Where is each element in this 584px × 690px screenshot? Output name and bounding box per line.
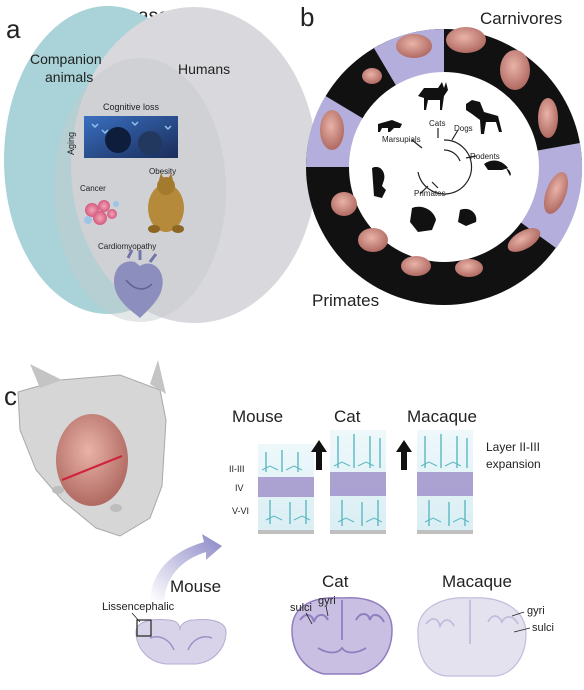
rat-silhouette-icon	[484, 160, 511, 176]
macaque-brain-section	[417, 597, 527, 677]
cat-brain-icon	[56, 414, 128, 506]
panel-c-letter: c	[4, 381, 17, 411]
section-title-cat: Cat	[322, 572, 349, 591]
companion-label-line2: animals	[45, 69, 93, 85]
brain-icon	[543, 172, 569, 214]
column-title-mouse: Mouse	[232, 407, 283, 426]
cat-gyri-label: gyri	[318, 595, 336, 607]
cancer-label: Cancer	[80, 184, 106, 193]
expansion-label-line2: expansion	[486, 457, 541, 471]
obesity-label: Obesity	[149, 167, 176, 176]
layer-label-iv: IV	[235, 483, 244, 493]
expansion-arrow-icon	[396, 440, 412, 470]
section-plane-line	[61, 454, 123, 482]
brain-icon	[507, 228, 541, 252]
animal-silhouettes	[372, 82, 511, 232]
cat-silhouette-icon	[418, 82, 448, 110]
cat-brain-section	[291, 596, 393, 675]
layer-label-v-vi: V-VI	[232, 506, 249, 516]
expansion-arrow-icon	[311, 440, 327, 470]
cortex-column-mouse	[258, 444, 314, 534]
brain-icon	[320, 110, 344, 150]
tree-label-rodents: Rodents	[470, 152, 500, 161]
cat-head-illustration	[17, 360, 167, 537]
brain-icon	[446, 27, 486, 53]
obese-cat-image	[148, 173, 184, 233]
brain-icon	[331, 192, 357, 216]
primates-label: Primates	[312, 291, 379, 310]
humans-label: Humans	[178, 61, 230, 77]
lissencephalic-label: Lissencephalic	[102, 601, 175, 613]
expansion-label-line1: Layer II-III	[486, 440, 540, 454]
cortex-inset-box	[136, 619, 152, 637]
brain-icon	[500, 50, 530, 90]
marmoset-silhouette-icon	[458, 208, 477, 226]
tree-label-marsupials: Marsupials	[382, 135, 421, 144]
tree-inner-arc	[443, 149, 461, 162]
brain-icon	[455, 259, 483, 277]
tree-label-primates: Primates	[414, 189, 446, 198]
ring-brains	[320, 27, 569, 277]
aging-label: Aging	[66, 132, 76, 155]
phylo-ring: Cats Dogs Marsupials Rodents Primates	[305, 27, 583, 305]
cognitive-loss-label: Cognitive loss	[103, 102, 160, 112]
human-head-silhouette-icon	[372, 166, 386, 198]
brain-icon	[401, 256, 431, 276]
layer-label-ii-iii: II-III	[229, 464, 245, 474]
cognitive-loss-image	[84, 116, 178, 158]
panel-b-letter: b	[300, 2, 314, 32]
evolution-arrow-icon	[150, 534, 222, 600]
monkey-silhouette-icon	[410, 206, 436, 232]
panel-a-letter: a	[6, 14, 21, 44]
column-title-macaque: Macaque	[407, 407, 477, 426]
panel-b: b Carnivores Primates	[300, 2, 583, 310]
panel-a: a Diseases Companion animals Humans Cogn…	[4, 6, 317, 323]
macaque-gyri-label: gyri	[527, 605, 545, 617]
column-title-cat: Cat	[334, 407, 361, 426]
cortex-column-macaque	[417, 430, 473, 534]
carnivores-label: Carnivores	[480, 9, 562, 28]
macaque-sulci-label: sulci	[532, 622, 554, 634]
brain-icon	[538, 98, 558, 138]
marsupial-silhouette-icon	[378, 120, 402, 132]
brain-icon	[358, 228, 388, 252]
section-title-mouse: Mouse	[170, 577, 221, 596]
heart-image	[114, 249, 163, 318]
panel-c: c Mouse Cat Macaque II-III IV V-VI	[4, 360, 554, 677]
section-title-macaque: Macaque	[442, 572, 512, 591]
cortex-column-cat	[330, 430, 386, 534]
dog-silhouette-icon	[466, 100, 502, 134]
brain-icon	[396, 34, 432, 58]
mouse-brain-section	[135, 619, 227, 665]
cardiomyopathy-label: Cardiomyopathy	[98, 242, 156, 251]
cat-sulci-label: sulci	[290, 602, 312, 614]
tree-label-cats: Cats	[429, 119, 445, 128]
tree-branches	[411, 128, 477, 195]
companion-label-line1: Companion	[30, 51, 102, 67]
brain-icon	[362, 68, 382, 84]
cancer-cells-image	[84, 200, 119, 225]
tree-label-dogs: Dogs	[454, 124, 473, 133]
humans-set	[71, 7, 317, 323]
phylo-tree	[411, 128, 477, 195]
